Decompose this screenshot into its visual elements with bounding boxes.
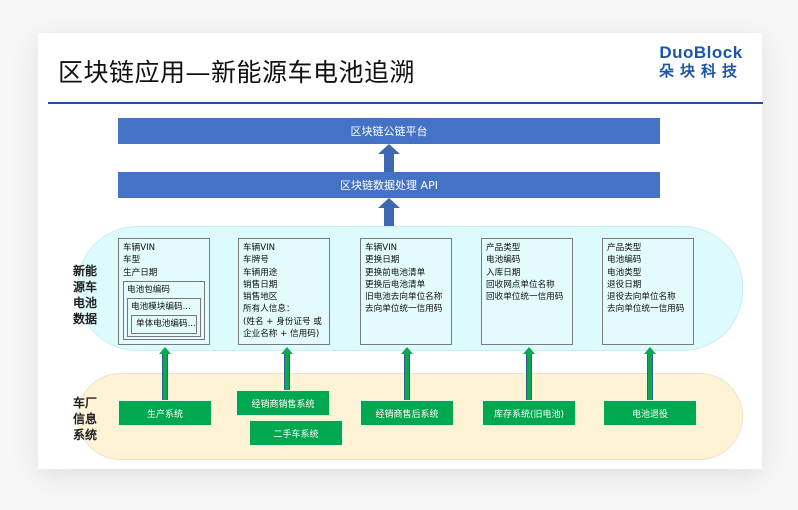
- up-arrow-icon: [378, 144, 400, 172]
- factory-systems-label: 车厂信息系统: [73, 396, 98, 442]
- page-title: 区块链应用—新能源车电池追溯: [58, 58, 416, 87]
- dealer-sales-system: 经销商销售系统: [236, 390, 330, 416]
- production-system: 生产系统: [118, 400, 212, 426]
- title-divider: [48, 102, 763, 104]
- battery-cell-box: 单体电池编码...: [131, 314, 197, 334]
- battery-module-box: 电池模块编码... 单体电池编码...: [127, 297, 201, 337]
- after-sales-data-box: 车辆VIN 更换日期 更换前电池清单 更换后电池清单 旧电池去向单位名称 去向单…: [360, 238, 452, 345]
- data-api-layer: 区块链数据处理 API: [118, 172, 660, 198]
- slide: 区块链应用—新能源车电池追溯 DuoBlock 朵块科技 区块链公链平台 区块链…: [38, 33, 763, 469]
- battery-pack-box: 电池包编码 电池模块编码... 单体电池编码...: [123, 280, 205, 340]
- used-car-system: 二手车系统: [249, 420, 343, 446]
- battery-data-label: 新能源车电池数据: [73, 264, 98, 326]
- logo-text-cn: 朵块科技: [658, 62, 743, 80]
- production-data-box: 车辆VIN 车型 生产日期 电池包编码 电池模块编码... 单体电池编码...: [118, 238, 210, 345]
- sales-data-box: 车辆VIN 车牌号 车辆用途 销售日期 销售地区 所有人信息： (姓名 + 身份…: [238, 238, 330, 345]
- up-arrow-icon: [281, 347, 293, 390]
- up-arrow-icon: [644, 347, 656, 400]
- dealer-after-sales-system: 经销商售后系统: [360, 400, 454, 426]
- up-arrow-icon: [401, 347, 413, 400]
- duoblock-logo: DuoBlock 朵块科技: [646, 43, 756, 81]
- up-arrow-icon: [378, 198, 400, 226]
- retirement-data-box: 产品类型 电池编码 电池类型 退役日期 退役去向单位名称 去向单位统一信用码: [602, 238, 694, 345]
- inventory-data-box: 产品类型 电池编码 入库日期 回收网点单位名称 回收单位统一信用码: [481, 238, 573, 345]
- battery-retirement-system: 电池退役: [603, 400, 697, 426]
- inventory-system: 库存系统(旧电池): [482, 400, 576, 426]
- blockchain-platform-layer: 区块链公链平台: [118, 118, 660, 144]
- up-arrow-icon: [159, 347, 171, 400]
- logo-text-en: DuoBlock: [659, 43, 743, 62]
- up-arrow-icon: [523, 347, 535, 400]
